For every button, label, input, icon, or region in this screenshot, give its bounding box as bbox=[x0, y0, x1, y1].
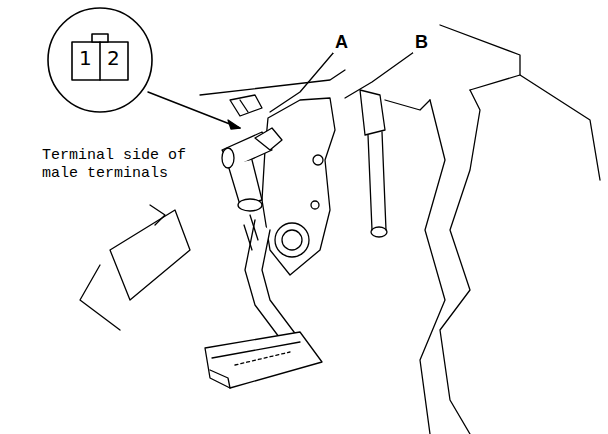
pin-number: 1 bbox=[79, 47, 92, 70]
line-art bbox=[440, 25, 520, 90]
line-art bbox=[228, 160, 262, 205]
line-art bbox=[99, 42, 101, 80]
line-art bbox=[420, 100, 445, 434]
callout-letter: B bbox=[413, 32, 430, 53]
line-art bbox=[80, 265, 120, 330]
line-art bbox=[222, 148, 234, 168]
line-art bbox=[244, 215, 258, 250]
line-art bbox=[230, 95, 262, 116]
line-art bbox=[210, 342, 300, 388]
line-art bbox=[72, 42, 128, 80]
line-art bbox=[345, 52, 414, 98]
line-art bbox=[92, 34, 108, 42]
line-art bbox=[282, 230, 302, 250]
line-art bbox=[275, 223, 309, 257]
line-art bbox=[200, 70, 345, 95]
line-art bbox=[270, 52, 334, 112]
line-art bbox=[238, 199, 262, 211]
line-art bbox=[262, 98, 335, 275]
line-art bbox=[150, 205, 165, 225]
line-art bbox=[311, 201, 319, 209]
clutch-switch bbox=[222, 128, 282, 250]
line-art bbox=[235, 352, 290, 365]
line-art bbox=[368, 132, 386, 230]
pin-number: 2 bbox=[107, 47, 120, 70]
line-art bbox=[110, 210, 190, 300]
line-art bbox=[228, 120, 240, 129]
line-art bbox=[205, 332, 322, 388]
line-art bbox=[48, 8, 152, 112]
note-text: Terminal side of male terminals bbox=[42, 147, 197, 183]
line-art bbox=[255, 128, 282, 150]
line-art bbox=[371, 227, 387, 237]
pedal-arm bbox=[205, 220, 322, 388]
line-art bbox=[360, 90, 385, 135]
line-art bbox=[313, 155, 323, 165]
line-art bbox=[245, 220, 300, 345]
inset bbox=[48, 8, 240, 129]
background-parts bbox=[80, 25, 600, 434]
leader-lines bbox=[270, 52, 414, 112]
line-art bbox=[385, 100, 430, 110]
line-art bbox=[240, 100, 248, 112]
line-art bbox=[520, 75, 600, 180]
line-art bbox=[440, 90, 480, 434]
callout-letter: A bbox=[333, 32, 350, 53]
line-art bbox=[148, 92, 240, 128]
